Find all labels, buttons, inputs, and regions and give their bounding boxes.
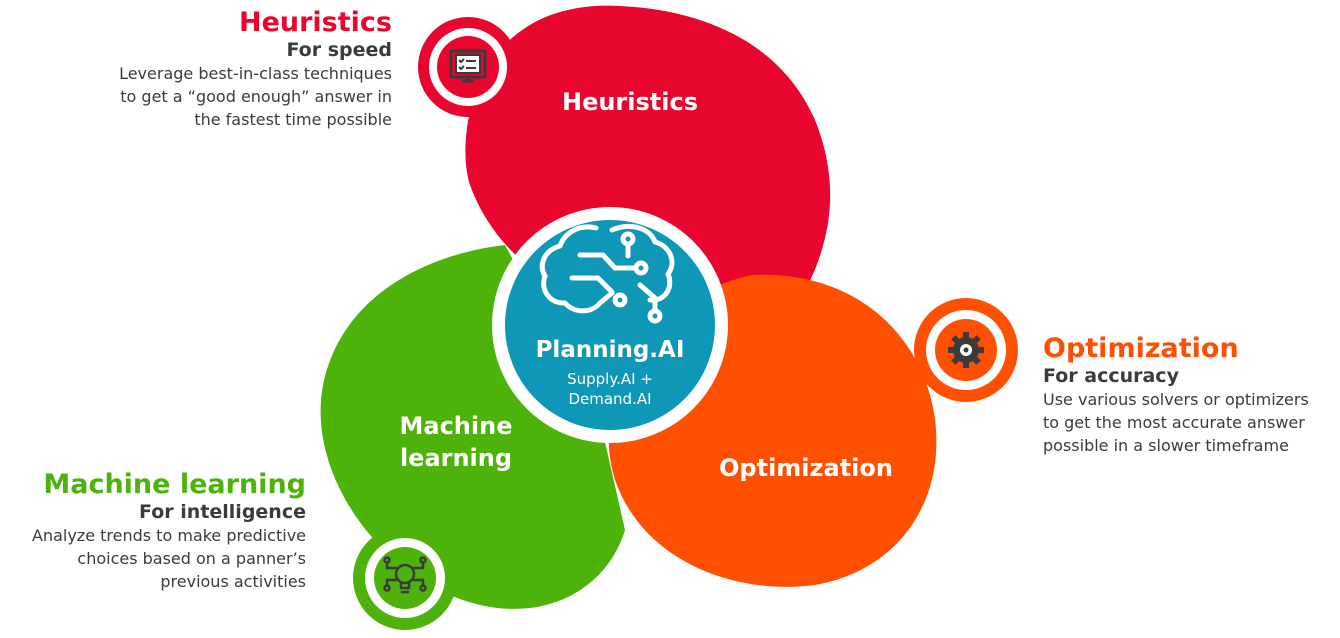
center-circle [505, 220, 715, 430]
optimization-callout-subtitle: For accuracy [1043, 365, 1179, 387]
optimization-icon-badge [914, 298, 1018, 402]
machine-learning-callout-desc-line1: Analyze trends to make predictive [31, 526, 306, 545]
heuristics-callout-desc-line2: to get a “good enough” answer in [120, 87, 392, 106]
optimization-petal-label: Optimization [719, 454, 893, 482]
center-subtitle-line1: Supply.AI + [567, 370, 653, 388]
center-title: Planning.AI [535, 337, 685, 363]
gear-icon [948, 332, 984, 368]
checklist-monitor-icon [449, 49, 487, 83]
heuristics-callout-desc-line3: the fastest time possible [194, 110, 392, 129]
machine-learning-callout-desc-line3: previous activities [160, 572, 306, 591]
machine-learning-icon-badge [353, 526, 457, 630]
optimization-callout-desc-line2: to get the most accurate answer [1043, 413, 1305, 432]
machine-learning-petal-label-line1: Machine [399, 412, 513, 440]
heuristics-callout-title: Heuristics [238, 7, 392, 38]
machine-learning-petal-label: Machine learning [386, 410, 526, 474]
optimization-callout: Optimization For accuracy Use various so… [1043, 334, 1338, 457]
heuristics-callout: Heuristics For speed Leverage best-in-cl… [62, 8, 392, 131]
center-subtitle-line2: Demand.AI [568, 390, 652, 408]
heuristics-callout-subtitle: For speed [286, 39, 392, 61]
machine-learning-petal-label-line2: learning [399, 444, 513, 472]
machine-learning-callout-desc-line2: choices based on a panner’s [77, 549, 306, 568]
ai-chip-bulb-icon [383, 556, 427, 594]
center-subtitle: Supply.AI + Demand.AI [530, 369, 690, 409]
optimization-callout-desc-line1: Use various solvers or optimizers [1043, 390, 1309, 409]
heuristics-petal-label: Heuristics [561, 88, 698, 116]
optimization-callout-title: Optimization [1043, 333, 1239, 364]
heuristics-callout-desc-line1: Leverage best-in-class techniques [119, 64, 392, 83]
brain-circuit-icon [539, 224, 675, 324]
machine-learning-callout-subtitle: For intelligence [139, 501, 306, 523]
heuristics-icon-badge [418, 17, 518, 117]
machine-learning-callout-title: Machine learning [43, 469, 306, 500]
optimization-callout-desc-line3: possible in a slower timeframe [1043, 436, 1289, 455]
machine-learning-callout: Machine learning For intelligence Analyz… [1, 470, 306, 593]
